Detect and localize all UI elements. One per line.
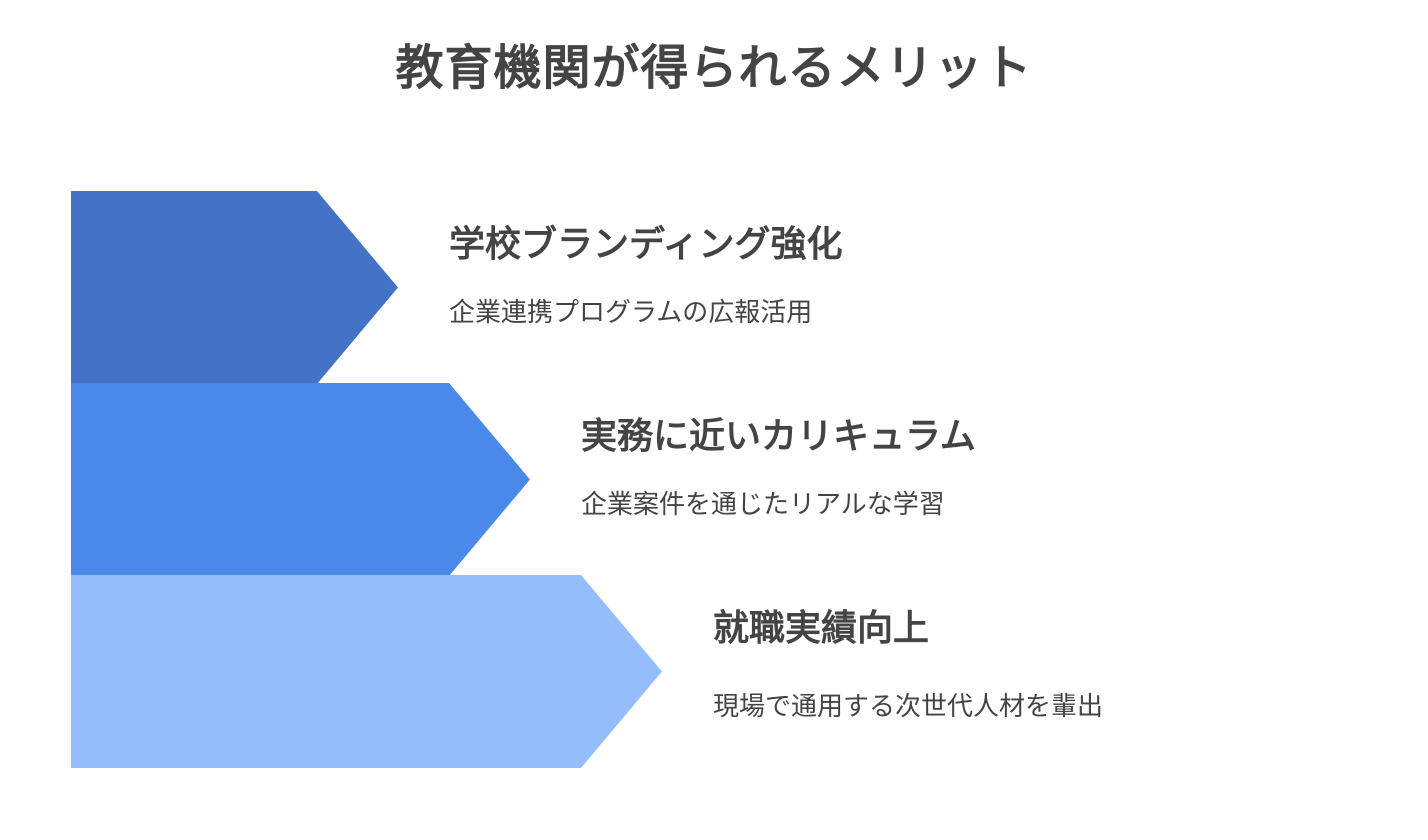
diagram-title: 教育機関が得られるメリット: [395, 40, 1033, 96]
step-3-title: 就職実績向上: [713, 608, 930, 649]
step-1-title: 学校ブランディング強化: [449, 224, 843, 265]
step-2-arrow: [71, 383, 530, 576]
step-3-arrow-shape: [71, 575, 662, 768]
step-3-description: 現場で通用する次世代人材を輩出: [713, 692, 1104, 722]
step-1-arrow-shape: [71, 191, 398, 384]
step-2-description: 企業案件を通じたリアルな学習: [581, 490, 945, 520]
step-1-description: 企業連携プログラムの広報活用: [449, 298, 813, 328]
step-2-arrow-shape: [71, 383, 530, 576]
step-1-arrow: [71, 191, 398, 384]
step-2-title: 実務に近いカリキュラム: [581, 416, 976, 457]
step-3-arrow: [71, 575, 662, 768]
